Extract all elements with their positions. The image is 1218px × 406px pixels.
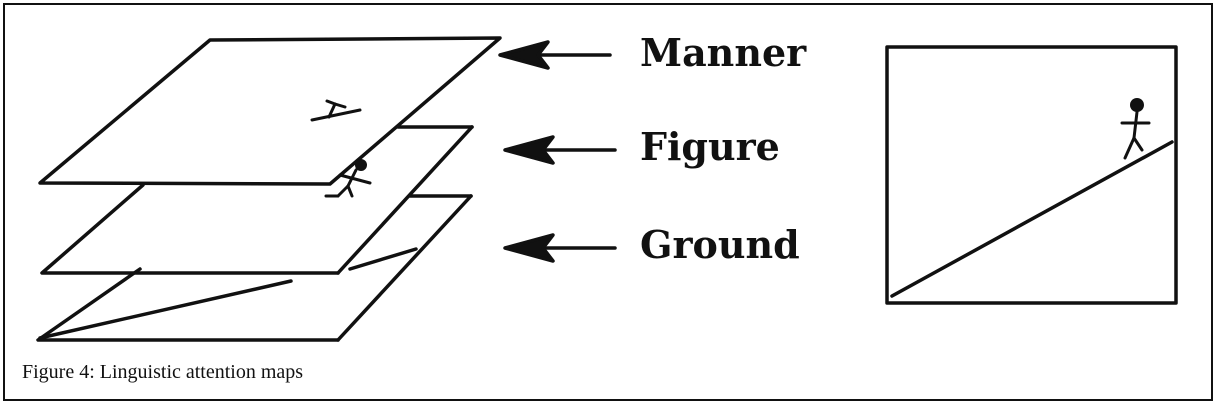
arrow-ground-icon xyxy=(503,233,617,263)
arrow-figure-icon xyxy=(503,135,617,165)
scene-box xyxy=(885,45,1178,305)
label-figure: Figure xyxy=(640,124,780,169)
figure-plane xyxy=(40,125,474,275)
manner-plane xyxy=(38,36,502,186)
label-ground: Ground xyxy=(640,222,800,267)
label-manner: Manner xyxy=(640,30,807,75)
stick-figure-icon xyxy=(324,168,372,198)
arrow-manner-icon xyxy=(498,40,612,70)
figure-caption: Figure 4: Linguistic attention maps xyxy=(22,361,304,383)
figure-frame xyxy=(3,3,1213,401)
legs-icon xyxy=(310,99,362,122)
walking-person-icon xyxy=(1120,110,1151,160)
ground-plane xyxy=(36,194,473,342)
